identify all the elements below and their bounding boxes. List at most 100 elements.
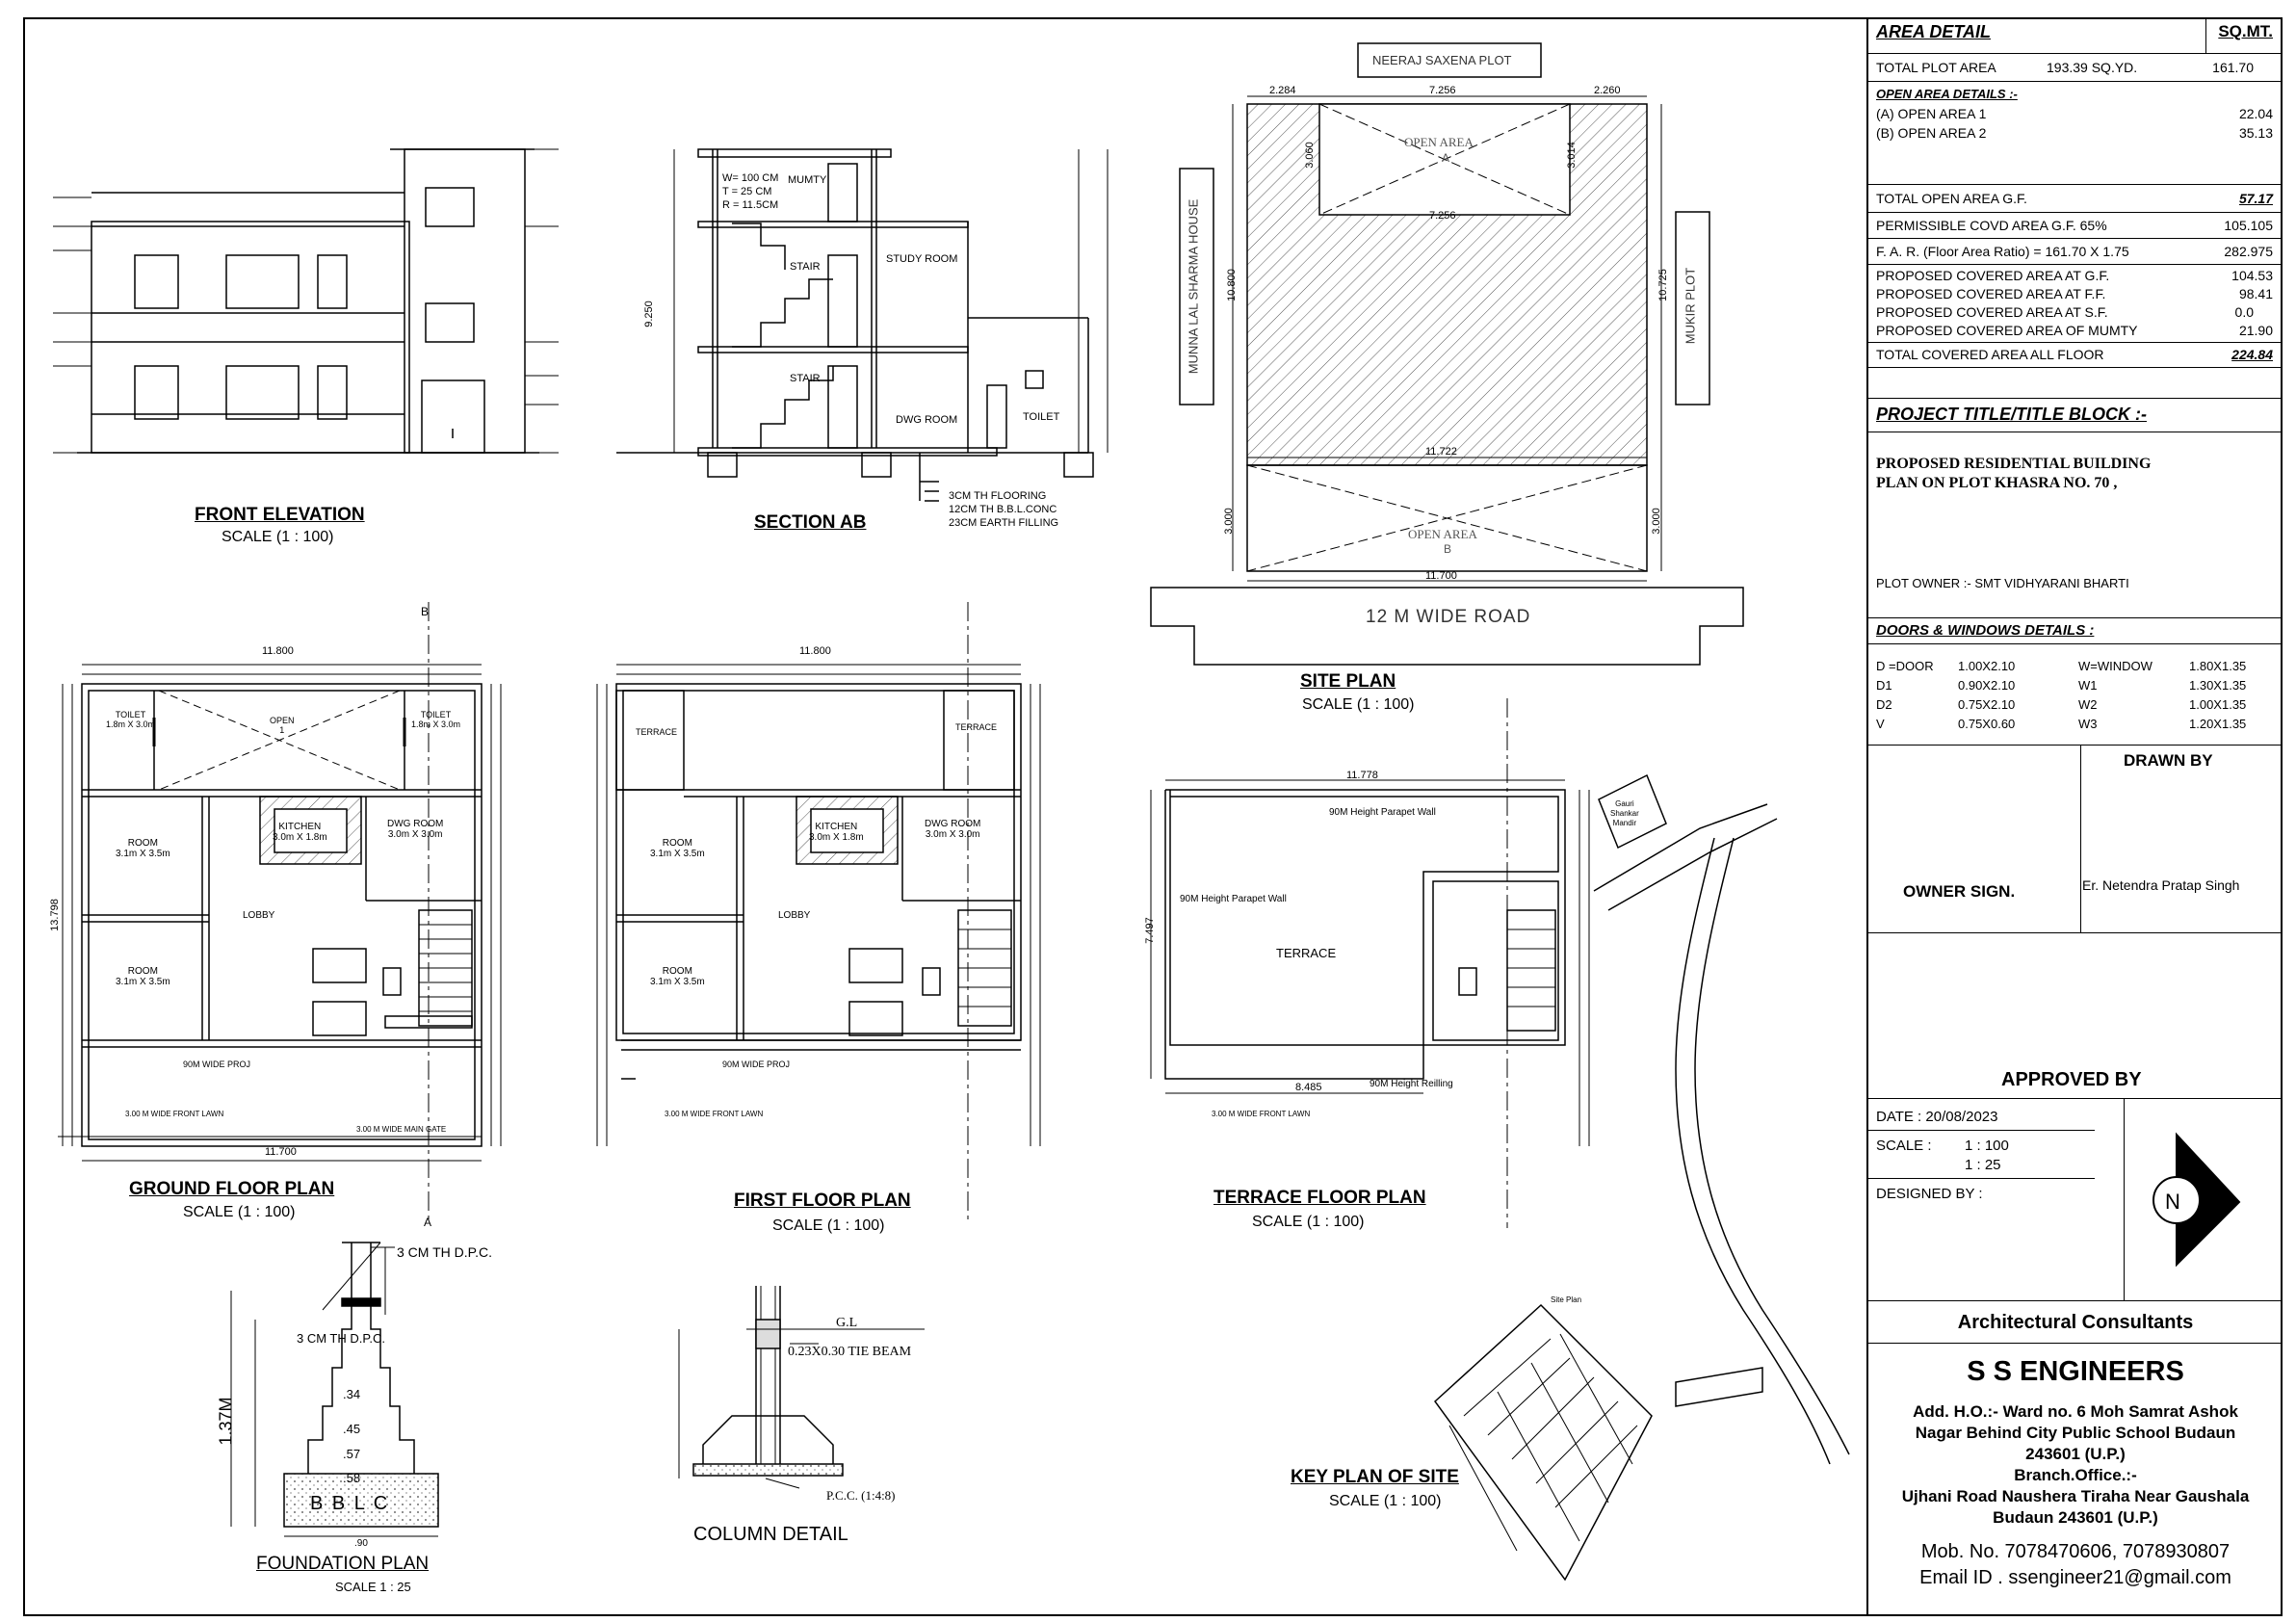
bblc-label: B B L C bbox=[310, 1493, 390, 1514]
scale-value-1: 1 : 100 bbox=[1965, 1138, 2009, 1154]
site-dim-lb: 3.000 bbox=[1222, 508, 1235, 535]
east-neighbour: MUKIR PLOT bbox=[1683, 267, 1698, 345]
foundation-title: FOUNDATION PLAN bbox=[256, 1554, 430, 1574]
site-dim-bottom2: 11.700 bbox=[1425, 570, 1457, 582]
stair-label-1: STAIR bbox=[790, 261, 821, 273]
ff-overall-dim: 11.800 bbox=[799, 645, 831, 657]
engineer-name: Er. Netendra Pratap Singh bbox=[2082, 877, 2240, 893]
gf-gate: 3.00 M WIDE MAIN GATE bbox=[356, 1125, 447, 1134]
mumty-label: MUMTY bbox=[788, 174, 827, 186]
pcc-label: P.C.C. (1:4:8) bbox=[826, 1488, 896, 1503]
site-plan-title: SITE PLAN bbox=[1300, 671, 1396, 692]
permissible-value: 105.105 bbox=[2224, 218, 2273, 233]
front-elevation-scale: SCALE (1 : 100) bbox=[222, 529, 334, 545]
open-area-b-letter: B bbox=[1444, 542, 1452, 556]
date-label: DATE : 20/08/2023 bbox=[1876, 1109, 1998, 1125]
site-dim-rb: 3.000 bbox=[1650, 508, 1662, 535]
terrace-floor-title: TERRACE FLOOR PLAN bbox=[1213, 1188, 1426, 1208]
doors-cell: 0.75X2.10 bbox=[1958, 697, 2016, 712]
gf-area-label: PROPOSED COVERED AREA AT G.F. bbox=[1876, 268, 2110, 283]
fw-45: .45 bbox=[343, 1422, 361, 1436]
open-area-b: OPEN AREA bbox=[1408, 527, 1477, 541]
consultant-role: Architectural Consultants bbox=[1957, 1312, 2194, 1333]
column-title: COLUMN DETAIL bbox=[693, 1524, 848, 1545]
site-plan bbox=[1150, 42, 1744, 666]
total-plot-yd: 193.39 SQ.YD. bbox=[2047, 60, 2138, 75]
permissible-label: PERMISSIBLE COVD AREA G.F. 65% bbox=[1876, 218, 2107, 233]
doors-cell: 1.20X1.35 bbox=[2189, 717, 2247, 731]
project-heading: PROJECT TITLE/TITLE BLOCK :- bbox=[1876, 405, 2147, 424]
foundation-scale: SCALE 1 : 25 bbox=[335, 1580, 411, 1594]
foundation-base: .90 bbox=[354, 1538, 368, 1549]
site-dim-left: 10.800 bbox=[1225, 269, 1238, 301]
doors-heading: DOORS & WINDOWS DETAILS : bbox=[1876, 622, 2095, 639]
doors-cell: W=WINDOW bbox=[2078, 659, 2152, 673]
open-area-heading: OPEN AREA DETAILS :- bbox=[1876, 87, 2018, 101]
dpc-note: 3 CM TH D.P.C. bbox=[397, 1244, 493, 1260]
tf-top-dim: 11.778 bbox=[1346, 770, 1378, 781]
far-label: F. A. R. (Floor Area Ratio) = 161.70 X 1… bbox=[1876, 244, 2129, 259]
rule-19 bbox=[1868, 1343, 2283, 1344]
tf-lawn: 3.00 M WIDE FRONT LAWN bbox=[1212, 1110, 1311, 1118]
firm-address: Add. H.O.:- Ward no. 6 Moh Samrat Ashok … bbox=[1901, 1402, 2250, 1527]
area-unit: SQ.MT. bbox=[2218, 22, 2273, 40]
site-plan-marker: Site Plan bbox=[1551, 1295, 1582, 1304]
stair-label-2: STAIR bbox=[790, 373, 821, 384]
section-height: 9.250 bbox=[642, 301, 655, 327]
scale-value-2: 1 : 25 bbox=[1965, 1157, 2001, 1173]
open-area-a-letter: A bbox=[1442, 151, 1450, 165]
dpc-note-2: 3 CM TH D.P.C. bbox=[297, 1331, 385, 1346]
area-detail-heading: AREA DETAIL bbox=[1876, 22, 1991, 41]
sf-area-label: PROPOSED COVERED AREA AT S.F. bbox=[1876, 304, 2108, 320]
gf-lawn: 3.00 M WIDE FRONT LAWN bbox=[125, 1110, 224, 1118]
doors-cell: 1.80X1.35 bbox=[2189, 659, 2247, 673]
rule-9 bbox=[1868, 398, 2283, 399]
front-elevation-title: FRONT ELEVATION bbox=[195, 505, 365, 525]
dwg-room-label: DWG ROOM bbox=[896, 414, 958, 426]
fw-57: .57 bbox=[343, 1447, 361, 1461]
firm-email: Email ID . ssengineer21@gmail.com bbox=[1919, 1567, 2231, 1588]
doors-cell: W3 bbox=[2078, 717, 2098, 731]
gf-section-mark-a: A bbox=[424, 1216, 432, 1229]
ff-lobby: LOBBY bbox=[778, 910, 811, 921]
floor-notes: 3CM TH FLOORING 12CM TH B.B.L.CONC 23CM … bbox=[949, 490, 1059, 529]
total-plot-label: TOTAL PLOT AREA bbox=[1876, 60, 1996, 75]
scale-label: SCALE : bbox=[1876, 1138, 1932, 1154]
open-area-1-label: (A) OPEN AREA 1 bbox=[1876, 106, 1987, 121]
doors-cell: 0.90X2.10 bbox=[1958, 678, 2016, 693]
first-floor-title: FIRST FLOOR PLAN bbox=[734, 1190, 911, 1211]
sf-area-value: 0.0 bbox=[2234, 304, 2254, 320]
rule-16 bbox=[1868, 1130, 2095, 1131]
ground-floor-scale: SCALE (1 : 100) bbox=[183, 1204, 296, 1220]
gf-bottom-dim: 11.700 bbox=[265, 1146, 297, 1158]
rule-2 bbox=[1868, 81, 2283, 82]
drawn-by-label: DRAWN BY bbox=[2124, 751, 2213, 770]
site-dim-h2: 3.014 bbox=[1565, 142, 1578, 169]
mumty-area-label: PROPOSED COVERED AREA OF MUMTY bbox=[1876, 323, 2138, 338]
project-line-1: PROPOSED RESIDENTIAL BUILDING bbox=[1876, 456, 2152, 472]
first-floor-plan bbox=[596, 602, 1041, 1223]
ff-terrace-right: TERRACE bbox=[955, 722, 998, 732]
rule-1 bbox=[1868, 53, 2283, 54]
doors-cell: 1.30X1.35 bbox=[2189, 678, 2247, 693]
site-plan-scale: SCALE (1 : 100) bbox=[1302, 696, 1415, 713]
terrace-floor-plan bbox=[1150, 698, 1590, 1228]
open-area-a: OPEN AREA bbox=[1404, 135, 1474, 149]
plot-owner: PLOT OWNER :- SMT VIDHYARANI BHARTI bbox=[1876, 576, 2129, 590]
foundation-plan bbox=[230, 1242, 439, 1537]
tf-parapet-top: 90M Height Parapet Wall bbox=[1329, 807, 1436, 818]
drawing-canvas bbox=[53, 42, 1850, 1582]
doors-cell: W2 bbox=[2078, 697, 2098, 712]
site-dim-right: 10.725 bbox=[1657, 269, 1669, 301]
rule-13 bbox=[1868, 745, 2283, 746]
rule-4 bbox=[1868, 212, 2283, 213]
ground-floor-title: GROUND FLOOR PLAN bbox=[129, 1179, 335, 1199]
foundation-total: 1.37M bbox=[216, 1397, 236, 1446]
drawing-frame bbox=[23, 17, 2283, 1616]
